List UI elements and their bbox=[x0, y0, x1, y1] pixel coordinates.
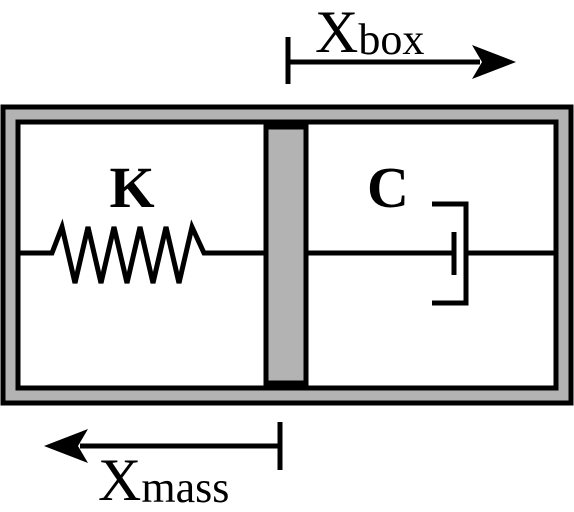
spring-label: K bbox=[109, 155, 154, 220]
arrowhead-right-icon bbox=[472, 45, 516, 79]
damper-label: C bbox=[367, 155, 409, 220]
box-displacement-symbol: X bbox=[315, 0, 358, 65]
damper bbox=[306, 201, 556, 306]
spring bbox=[18, 218, 266, 284]
box-displacement-arrow bbox=[285, 37, 516, 84]
mass-displacement-arrow bbox=[44, 422, 283, 470]
box-displacement-label: Xbox bbox=[315, 0, 424, 65]
arrowhead-left-icon bbox=[44, 429, 88, 463]
mass-block bbox=[263, 124, 309, 386]
mass-displacement-subscript: mass bbox=[141, 463, 229, 512]
box-displacement-subscript: box bbox=[358, 15, 424, 64]
mass-displacement-symbol: X bbox=[98, 447, 141, 512]
box-wall bbox=[0, 104, 574, 406]
mass-displacement-label: Xmass bbox=[98, 447, 229, 512]
